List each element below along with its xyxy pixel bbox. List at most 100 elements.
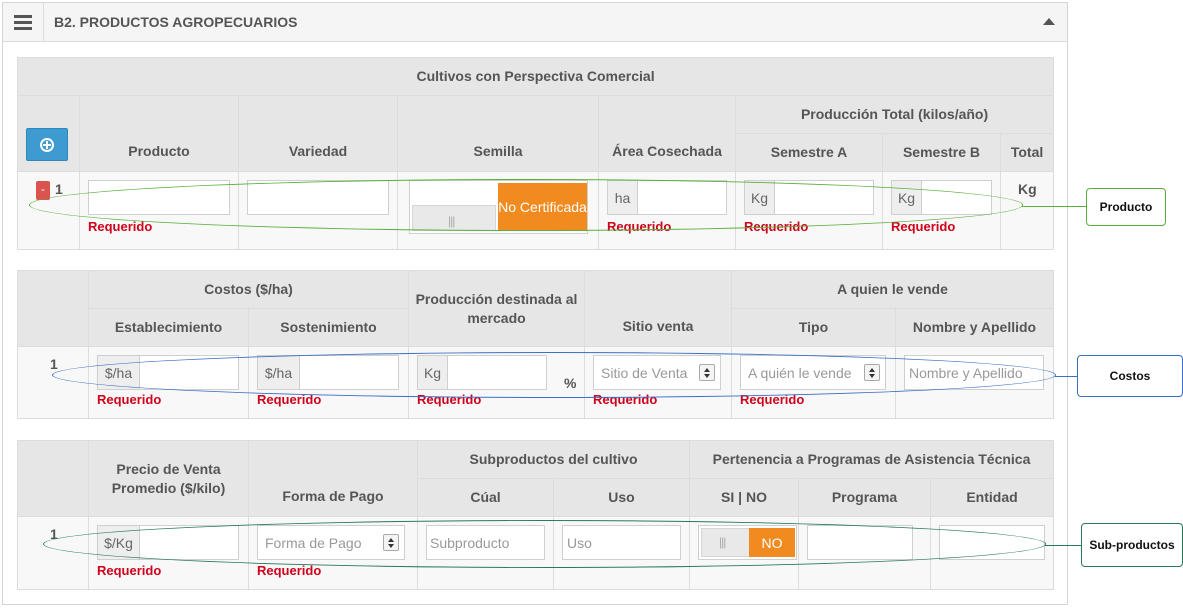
required-label: Requerido	[257, 392, 322, 407]
area-input[interactable]: ha	[607, 180, 727, 215]
header-semestre-b: Semestre B	[882, 133, 1001, 172]
total-cell: Kg	[999, 171, 1055, 250]
sitio-venta-cell: Sitio de Venta Requerido	[584, 346, 732, 419]
header-entidad: Entidad	[930, 478, 1055, 517]
establecimiento-addon: $/ha	[98, 356, 140, 389]
add-column-header	[17, 95, 80, 172]
header-semestre-a: Semestre A	[735, 133, 883, 172]
select-arrows-icon	[383, 534, 399, 551]
subproductos-leader-line	[1045, 545, 1082, 546]
row-number: 1	[50, 356, 58, 372]
crops-row-index-cell: - 1	[17, 171, 80, 250]
forma-pago-select[interactable]: Forma de Pago	[257, 525, 405, 560]
producto-callout: Producto	[1086, 188, 1166, 226]
percent-unit: %	[564, 375, 577, 391]
tipo-placeholder: A quién le vende	[748, 365, 852, 381]
panel-title: B2. PRODUCTOS AGROPECUARIOS	[54, 14, 298, 30]
switch-grip-icon: |||	[719, 535, 726, 549]
header-forma-pago: Forma de Pago	[248, 440, 418, 517]
forma-pago-cell: Forma de Pago Requerido	[248, 516, 418, 590]
producto-cell: Requerido	[79, 171, 239, 250]
add-row-button[interactable]	[26, 128, 68, 161]
variedad-cell	[238, 171, 398, 250]
area-cell: ha Requerido	[598, 171, 736, 250]
switch-grip-icon: |||	[448, 214, 455, 228]
required-label: Requerido	[88, 219, 153, 234]
header-costos: Costos ($/ha)	[88, 270, 409, 309]
nombre-input[interactable]: Nombre y Apellido	[904, 355, 1044, 390]
tipo-select[interactable]: A quién le vende	[740, 355, 886, 390]
header-uso: Uso	[552, 478, 691, 517]
sitio-venta-select[interactable]: Sitio de Venta	[593, 355, 721, 390]
byproducts-index-header	[17, 440, 89, 517]
programa-input[interactable]	[807, 525, 914, 560]
uso-cell: Uso	[552, 516, 691, 590]
menu-icon[interactable]	[3, 3, 44, 42]
header-sostenimiento: Sostenimiento	[248, 308, 409, 347]
header-pertenencia: Pertenencia a Programas de Asistencia Té…	[689, 440, 1055, 479]
header-produccion-total: Producción Total (kilos/año)	[734, 95, 1055, 134]
header-producto: Producto	[79, 95, 239, 172]
costs-index-header	[17, 270, 89, 347]
semestre-b-addon: Kg	[892, 181, 922, 214]
semestre-b-input[interactable]: Kg	[891, 180, 992, 215]
uso-placeholder: Uso	[567, 535, 592, 551]
entidad-input[interactable]	[939, 525, 1046, 560]
header-programa: Programa	[798, 478, 932, 517]
subproducto-input[interactable]: Subproducto	[426, 525, 545, 560]
crops-caption: Cultivos con Perspectiva Comercial	[16, 57, 1055, 96]
sostenimiento-addon: $/ha	[258, 356, 300, 389]
sitio-venta-placeholder: Sitio de Venta	[601, 365, 688, 381]
required-label: Requerido	[891, 219, 956, 234]
nombre-placeholder: Nombre y Apellido	[909, 365, 1023, 381]
uso-input[interactable]: Uso	[562, 525, 681, 560]
header-semilla: Semilla	[397, 95, 599, 172]
costos-leader-line	[1055, 376, 1078, 377]
header-establecimiento: Establecimiento	[88, 308, 249, 347]
required-label: Requerido	[607, 219, 672, 234]
header-precio: Precio de Venta Promedio ($/kilo)	[88, 440, 249, 517]
variedad-input[interactable]	[247, 180, 389, 215]
header-nombre: Nombre y Apellido	[894, 308, 1055, 347]
semilla-toggle[interactable]: ||| No Certificada	[409, 180, 588, 234]
forma-pago-placeholder: Forma de Pago	[265, 535, 362, 551]
producto-input[interactable]	[88, 180, 230, 215]
header-subproductos: Subproductos del cultivo	[416, 440, 691, 479]
byproducts-table: Precio de Venta Promedio ($/kilo) Forma …	[17, 440, 1055, 590]
header-variedad: Variedad	[238, 95, 398, 172]
remove-row-button[interactable]: -	[36, 181, 50, 200]
header-si-no: SI | NO	[689, 478, 800, 517]
cual-cell: Subproducto	[417, 516, 554, 590]
semestre-a-addon: Kg	[745, 181, 775, 214]
byproducts-row-index-cell: 1	[17, 516, 89, 590]
header-produccion-mercado: Producción destinada al mercado	[408, 270, 585, 347]
establecimiento-input[interactable]: $/ha	[97, 355, 239, 390]
nombre-cell: Nombre y Apellido	[894, 346, 1055, 419]
semilla-toggle-label: No Certificada	[498, 183, 587, 231]
area-addon: ha	[608, 181, 638, 214]
header-area: Área Cosechada	[598, 95, 736, 172]
produccion-addon: Kg	[418, 356, 448, 389]
programa-cell	[798, 516, 932, 590]
costs-table: Costos ($/ha) Producción destinada al me…	[17, 270, 1055, 419]
produccion-mercado-input[interactable]: Kg	[417, 355, 547, 390]
panel-header: B2. PRODUCTOS AGROPECUARIOS	[3, 3, 1067, 42]
crops-table: Cultivos con Perspectiva Comercial Produ…	[16, 57, 1055, 250]
entidad-cell	[930, 516, 1055, 590]
semestre-a-input[interactable]: Kg	[744, 180, 874, 215]
precio-input[interactable]: $/Kg	[97, 525, 239, 560]
asistencia-toggle-label: NO	[749, 528, 796, 557]
subproductos-callout: Sub-productos	[1081, 523, 1183, 567]
row-number: 1	[55, 181, 63, 197]
collapse-chevron-up-icon[interactable]	[1043, 18, 1055, 25]
row-number: 1	[50, 526, 58, 542]
produccion-mercado-cell: Kg % Requerido	[408, 346, 585, 419]
header-cual: Cúal	[417, 478, 554, 517]
sostenimiento-input[interactable]: $/ha	[257, 355, 399, 390]
costos-callout: Costos	[1077, 355, 1183, 397]
required-label: Requerido	[417, 392, 482, 407]
precio-addon: $/Kg	[98, 526, 140, 559]
si-no-cell: ||| NO	[689, 516, 800, 590]
required-label: Requerido	[593, 392, 658, 407]
asistencia-toggle[interactable]: ||| NO	[698, 525, 798, 560]
